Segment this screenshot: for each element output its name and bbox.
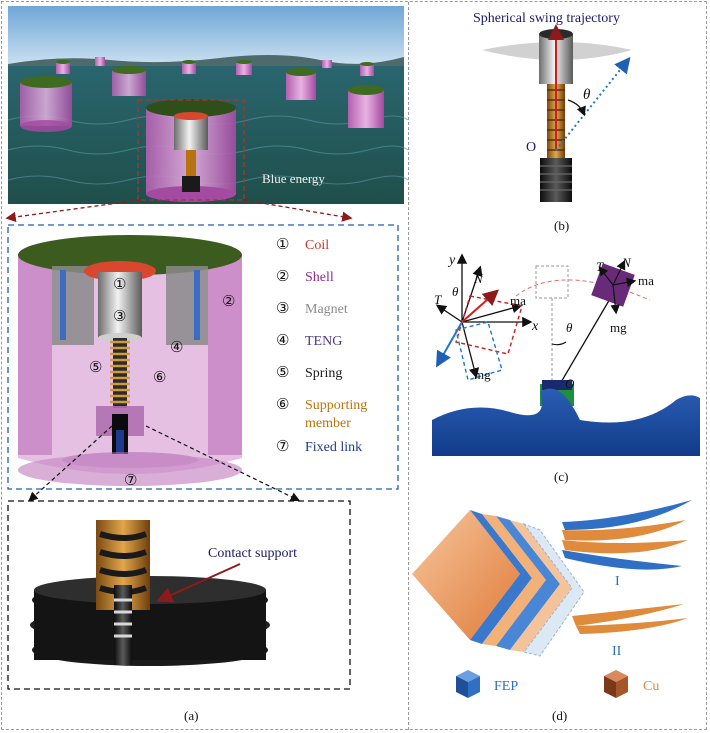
legend-shell: Shell bbox=[305, 270, 334, 285]
swing-trajectory-title: Spherical swing trajectory bbox=[473, 11, 620, 26]
blue-energy-label: Blue energy bbox=[262, 171, 325, 186]
legend-fixed-link: Fixed link bbox=[305, 440, 362, 455]
x-axis-label: x bbox=[531, 319, 539, 334]
caption-d: (d) bbox=[552, 708, 567, 723]
panel-divider bbox=[408, 2, 409, 730]
ocean-wave bbox=[432, 388, 700, 456]
mode-II-label: II bbox=[612, 644, 622, 659]
floating-devices bbox=[20, 57, 384, 202]
sheet-mode-II bbox=[572, 604, 688, 634]
zoom-arrow-left bbox=[5, 199, 141, 223]
fep-legend-icon bbox=[456, 670, 480, 698]
cu-legend-icon bbox=[604, 670, 628, 698]
device-number-4: ④ bbox=[170, 340, 183, 356]
swing-angle-arc bbox=[567, 99, 586, 117]
pendulum-theta: θ bbox=[566, 320, 573, 335]
structure-box bbox=[7, 224, 399, 490]
legend-spring: Spring bbox=[305, 366, 342, 381]
caption-a: (a) bbox=[184, 708, 198, 723]
left-ma-label: ma bbox=[510, 293, 526, 308]
device-number-3: ③ bbox=[113, 309, 126, 325]
pendulum-diagram bbox=[515, 259, 651, 406]
device-number-1: ① bbox=[113, 277, 126, 293]
left-mg-label: mg bbox=[474, 367, 491, 382]
contact-detail-box bbox=[7, 500, 351, 690]
teng-sheets-stack bbox=[412, 510, 585, 657]
legend-num-4: ④ bbox=[276, 333, 289, 349]
cu-legend-label: Cu bbox=[643, 679, 659, 694]
legend-teng: TENG bbox=[305, 334, 342, 349]
legend-magnet: Magnet bbox=[305, 302, 348, 317]
device-number-7: ⑦ bbox=[124, 473, 137, 489]
right-mg-label: mg bbox=[610, 320, 627, 335]
legend-num-2: ② bbox=[276, 269, 289, 285]
left-theta: θ bbox=[452, 284, 459, 299]
caption-c: (c) bbox=[554, 469, 568, 484]
caption-b: (b) bbox=[554, 218, 569, 233]
zoom-box bbox=[137, 99, 245, 201]
legend-member: member bbox=[305, 416, 351, 431]
left-normal-force: N bbox=[473, 271, 484, 286]
y-axis-label: y bbox=[447, 253, 456, 268]
contact-support-arrow bbox=[156, 563, 241, 603]
contact-detail-image bbox=[10, 503, 348, 687]
pendulum-origin: O bbox=[565, 376, 575, 391]
device-number-2: ② bbox=[222, 294, 235, 310]
mode-I-label: I bbox=[615, 574, 620, 589]
contact-arrow-right bbox=[145, 425, 301, 502]
fep-legend-label: FEP bbox=[494, 679, 518, 694]
device-number-6: ⑥ bbox=[153, 370, 166, 386]
legend-num-3: ③ bbox=[276, 301, 289, 317]
legend-num-7: ⑦ bbox=[276, 439, 289, 455]
device-number-5: ⑤ bbox=[89, 360, 102, 376]
legend-num-6: ⑥ bbox=[276, 397, 289, 413]
left-tension: T bbox=[434, 292, 442, 307]
right-tension: T bbox=[596, 259, 604, 274]
force-diagram-left bbox=[435, 253, 533, 381]
legend-coil: Coil bbox=[305, 238, 329, 253]
contact-support-label: Contact support bbox=[208, 546, 297, 561]
swing-origin-label: O bbox=[526, 140, 536, 155]
contact-arrow-left bbox=[28, 425, 113, 502]
legend-num-1: ① bbox=[276, 237, 289, 253]
legend-num-5: ⑤ bbox=[276, 365, 289, 381]
component-legend: ① Coil ② Shell ③ Magnet ④ TENG ⑤ Spring … bbox=[276, 237, 367, 455]
device-cutaway bbox=[18, 235, 242, 486]
zoom-arrow-right bbox=[243, 199, 353, 222]
swing-direction-arrow bbox=[555, 56, 631, 151]
right-normal-force: N bbox=[621, 255, 632, 270]
right-ma-label: ma bbox=[638, 273, 654, 288]
swing-angle-theta: θ bbox=[583, 87, 591, 103]
sheet-mode-I bbox=[562, 500, 692, 570]
legend-supporting: Supporting bbox=[305, 398, 367, 413]
